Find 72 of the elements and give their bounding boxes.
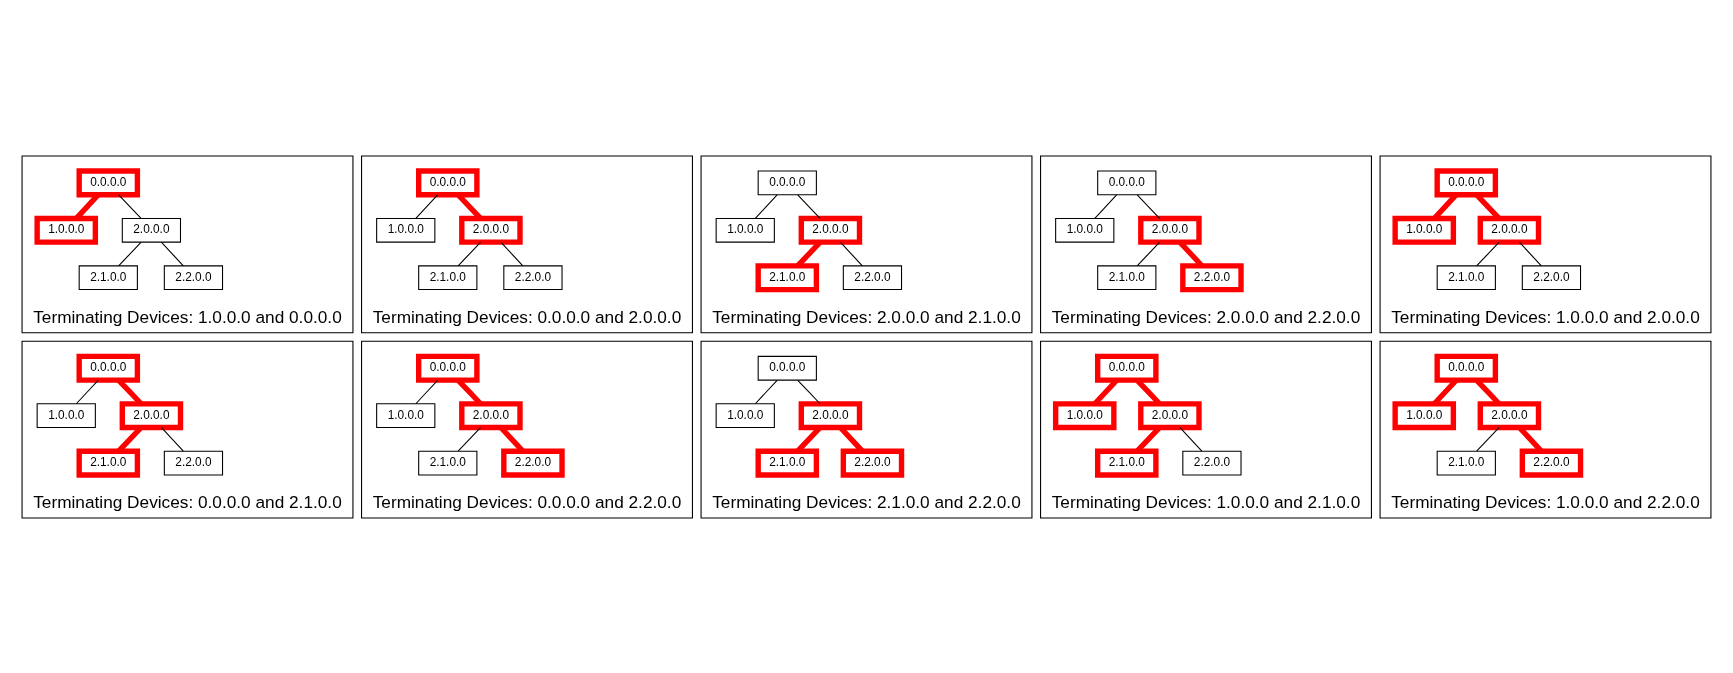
node-box: 2.0.0.0 — [1138, 215, 1202, 245]
node-box: 2.1.0.0 — [755, 262, 820, 292]
node-box: 2.1.0.0 — [418, 450, 478, 475]
connector — [1136, 193, 1161, 219]
connector — [457, 426, 481, 452]
connector — [161, 426, 184, 452]
node-box: 2.2.0.0 — [163, 450, 224, 475]
node-box: 1.0.0.0 — [376, 217, 436, 243]
node-box: 2.0.0.0 — [798, 215, 863, 245]
node-box: 1.0.0.0 — [36, 402, 96, 428]
node-box: 2.0.0.0 — [1138, 400, 1202, 430]
connector — [1519, 241, 1542, 266]
node-box: 0.0.0.0 — [757, 355, 817, 381]
node-box: 2.0.0.0 — [459, 400, 523, 430]
node-box: 2.1.0.0 — [1097, 264, 1157, 290]
node-box: 0.0.0.0 — [757, 170, 817, 195]
node-box: 2.2.0.0 — [503, 264, 563, 290]
node-box: 2.0.0.0 — [1477, 215, 1542, 245]
node-box: 1.0.0.0 — [1052, 400, 1117, 430]
connector — [1476, 241, 1500, 266]
connector — [797, 379, 821, 404]
connector — [1094, 193, 1118, 219]
connector — [457, 241, 481, 266]
connector — [840, 241, 863, 266]
node-box: 0.0.0.0 — [1434, 167, 1499, 197]
node-box: 2.2.0.0 — [501, 448, 565, 478]
node-box: 1.0.0.0 — [1392, 215, 1457, 245]
node-box: 1.0.0.0 — [715, 402, 775, 428]
connector — [754, 379, 778, 404]
connector — [1136, 241, 1160, 266]
connector — [754, 193, 778, 219]
node-box: 2.2.0.0 — [1521, 264, 1582, 290]
node-box: 2.1.0.0 — [78, 264, 138, 290]
connector — [118, 241, 142, 266]
connector — [118, 193, 142, 219]
node-box: 2.2.0.0 — [840, 448, 905, 478]
connector — [1179, 426, 1203, 452]
node-box: 0.0.0.0 — [416, 167, 480, 197]
node-box: 2.0.0.0 — [1477, 400, 1542, 430]
node-box: 2.0.0.0 — [121, 217, 182, 243]
node-box: 2.2.0.0 — [1182, 450, 1242, 475]
node-box: 2.1.0.0 — [76, 448, 141, 478]
node-box: 2.2.0.0 — [1519, 448, 1584, 478]
node-box: 0.0.0.0 — [76, 167, 141, 197]
node-box: 1.0.0.0 — [376, 402, 436, 428]
node-box: 0.0.0.0 — [1434, 353, 1499, 383]
node-box: 2.0.0.0 — [119, 400, 184, 430]
connector — [161, 241, 184, 266]
node-box: 2.0.0.0 — [798, 400, 863, 430]
node-box: 0.0.0.0 — [1097, 170, 1157, 195]
node-box: 2.0.0.0 — [459, 215, 523, 245]
node-box: 2.1.0.0 — [1436, 264, 1496, 290]
node-box: 1.0.0.0 — [1392, 400, 1457, 430]
node-box: 0.0.0.0 — [416, 353, 480, 383]
node-box: 1.0.0.0 — [715, 217, 775, 243]
node-box: 0.0.0.0 — [1095, 353, 1159, 383]
node-box: 2.1.0.0 — [1095, 448, 1159, 478]
node-box: 2.2.0.0 — [1180, 262, 1244, 292]
connector — [415, 379, 439, 404]
node-box: 0.0.0.0 — [76, 353, 141, 383]
node-box: 1.0.0.0 — [34, 215, 99, 245]
connector — [75, 379, 99, 404]
node-box: 2.2.0.0 — [163, 264, 224, 290]
connector — [500, 241, 524, 266]
connector — [415, 193, 439, 219]
node-box: 2.2.0.0 — [842, 264, 903, 290]
node-box: 2.1.0.0 — [418, 264, 478, 290]
connector — [1476, 426, 1500, 452]
node-box: 2.1.0.0 — [755, 448, 820, 478]
node-box: 1.0.0.0 — [1055, 217, 1115, 243]
connector — [797, 193, 821, 219]
node-box: 2.1.0.0 — [1436, 450, 1496, 475]
